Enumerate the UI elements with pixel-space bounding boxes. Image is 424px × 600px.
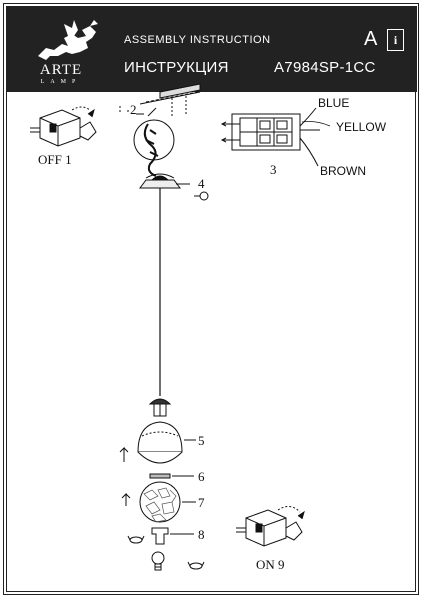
wire-yellow-label: YELLOW bbox=[336, 120, 387, 134]
ceiling-mount-drawing bbox=[133, 83, 201, 177]
step-6-label: 6 bbox=[198, 469, 205, 484]
step-8-label: 8 bbox=[198, 527, 205, 542]
wire-brown-label: BROWN bbox=[320, 164, 366, 178]
brand-name: ARTE bbox=[39, 62, 83, 78]
header-band: ARTE LAMP ASSEMBLY INSTRUCTION ИНСТРУКЦИ… bbox=[6, 6, 417, 92]
crystal-ball-drawing bbox=[121, 481, 196, 523]
terminal-block-drawing bbox=[220, 107, 331, 167]
step-5-label: 5 bbox=[198, 433, 205, 448]
glass-shade-drawing bbox=[119, 421, 196, 464]
light-bulb-icon bbox=[151, 551, 205, 571]
step-off-label: OFF 1 bbox=[38, 152, 72, 167]
step-7-label: 7 bbox=[198, 495, 205, 510]
info-icon: i bbox=[387, 29, 404, 51]
power-off-switch-icon bbox=[30, 106, 97, 147]
step-4-label: 4 bbox=[198, 176, 205, 191]
power-on-switch-icon bbox=[236, 506, 305, 547]
retaining-ring-drawing bbox=[149, 473, 194, 479]
lampholder-cap bbox=[148, 398, 172, 417]
canopy-drawing bbox=[119, 104, 209, 201]
step-2-label: 2 bbox=[130, 102, 137, 117]
page-title: ASSEMBLY INSTRUCTION bbox=[124, 34, 271, 46]
model-number: A7984SP-1CC bbox=[274, 59, 376, 76]
step-on-label: ON 9 bbox=[256, 557, 285, 572]
outer-border bbox=[3, 3, 419, 595]
brand-sub: LAMP bbox=[40, 79, 82, 85]
language-mark: A bbox=[364, 28, 378, 50]
step-3-label: 3 bbox=[270, 162, 277, 177]
wire-blue-label: BLUE bbox=[318, 96, 350, 110]
page-title-ru: ИНСТРУКЦИЯ bbox=[124, 59, 229, 76]
griffin-logo-icon bbox=[38, 20, 98, 60]
socket-drawing bbox=[127, 527, 194, 545]
